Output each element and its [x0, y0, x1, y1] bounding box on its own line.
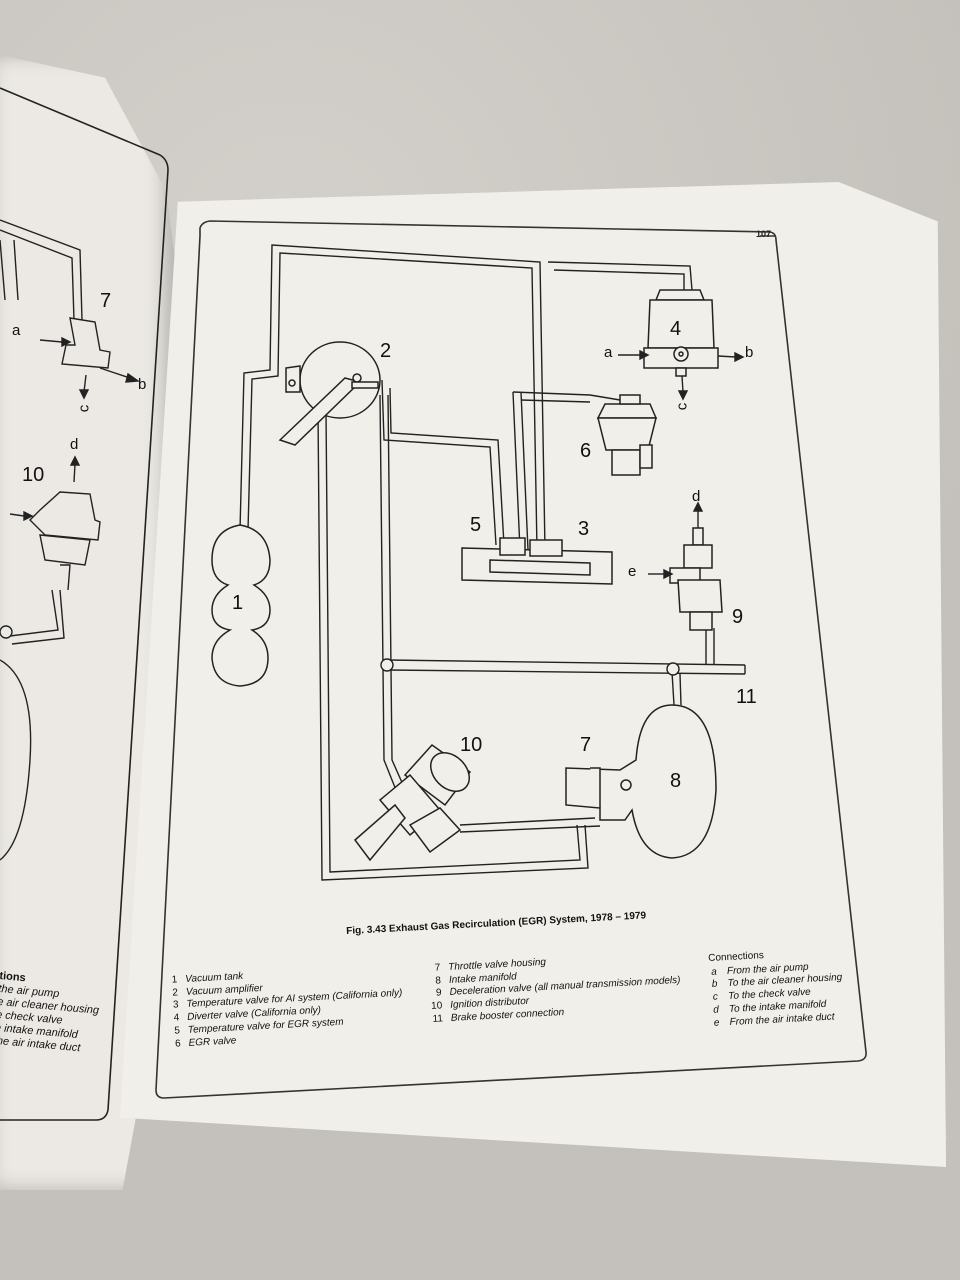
deceleration-valve — [669, 527, 723, 631]
label-6: 6 — [580, 440, 592, 462]
letter-c: c — [673, 402, 691, 411]
vacuum-tank — [211, 524, 271, 687]
vacuum-amplifier — [278, 341, 381, 446]
throttle-housing-and-manifold — [565, 704, 717, 859]
label-5: 5 — [470, 514, 482, 536]
label-7: 7 — [580, 734, 592, 756]
left-letter-a: a — [12, 322, 21, 339]
letter-a: a — [604, 344, 613, 361]
label-10: 10 — [460, 734, 483, 756]
left-letter-c: c — [75, 404, 93, 413]
vacuum-lines — [239, 244, 746, 881]
left-page-diagram — [0, 219, 111, 861]
label-2: 2 — [380, 340, 392, 362]
diverter-valve — [643, 289, 719, 377]
egr-valve — [589, 394, 658, 476]
letter-b: b — [745, 344, 754, 361]
label-8: 8 — [670, 770, 682, 792]
left-letter-d: d — [70, 436, 79, 453]
label-1: 1 — [232, 592, 244, 614]
label-9: 9 — [732, 606, 744, 628]
ignition-distributor — [353, 744, 472, 862]
label-4: 4 — [670, 318, 682, 340]
left-label-10: 10 — [22, 464, 45, 486]
connection-arrows — [9, 336, 745, 580]
page-number: 107 — [756, 229, 772, 239]
label-11: 11 — [736, 686, 757, 708]
letter-d: d — [692, 488, 701, 505]
left-page-frame — [0, 87, 169, 1121]
left-letter-b: b — [138, 376, 147, 393]
page-frame — [155, 220, 867, 1099]
left-page-legend: tions the air pump e air cleaner housing… — [0, 970, 102, 1057]
left-label-7: 7 — [100, 290, 112, 312]
letter-e: e — [628, 563, 637, 580]
label-3: 3 — [578, 518, 590, 540]
temperature-valves-pipe — [461, 537, 613, 585]
